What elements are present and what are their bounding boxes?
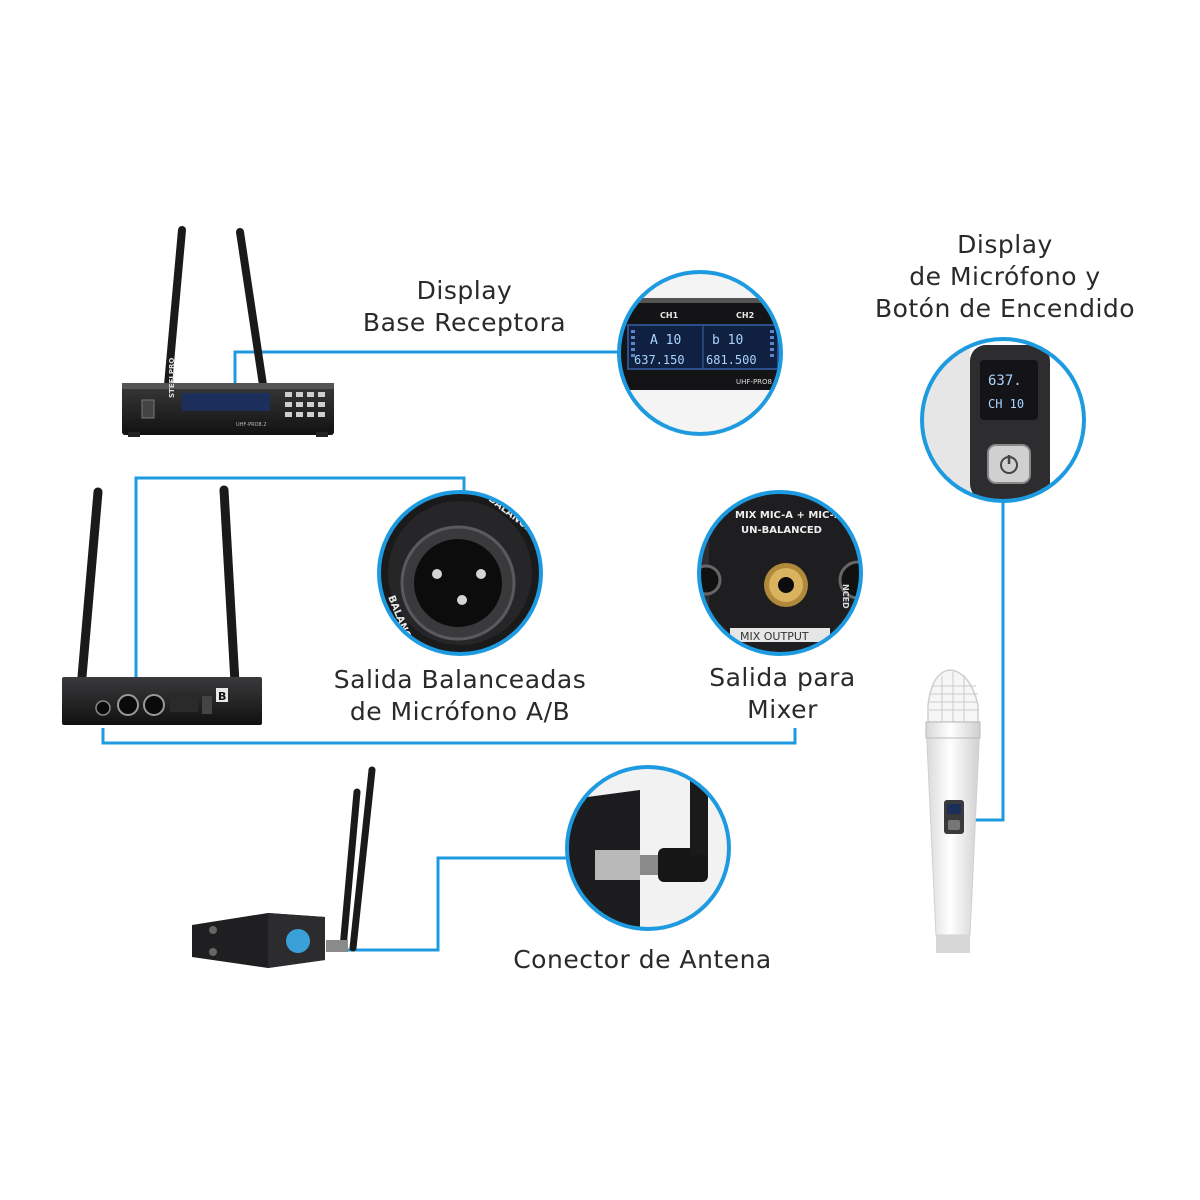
zoom-ch2-freq: 681.500	[706, 353, 757, 367]
balanced-output-zoom: BALANCED BALANCED	[377, 490, 543, 656]
receiver-display-zoom: CH1 CH2 A 10 b 10 637.150 681.500 UHF-PR…	[617, 270, 783, 436]
receiver-display-caption-line2: Base Receptora	[362, 308, 567, 337]
balanced-out-caption-line2: de Micrófono A/B	[349, 697, 571, 726]
mic-display-caption-line1: Display	[957, 230, 1053, 259]
receiver-lcd-small	[182, 393, 270, 411]
mic-display-caption: Display de Micrófono y Botón de Encendid…	[870, 229, 1140, 325]
mic-display-zoom: 637. CH 10	[920, 337, 1086, 503]
mixer-label-line2: UN-BALANCED	[741, 525, 822, 536]
zoom-ch2-channel: b 10	[712, 333, 743, 348]
zoom-ch1-channel: A 10	[650, 333, 681, 348]
mixer-label-side: NCED	[841, 584, 850, 609]
balanced-out-caption-line1: Salida Balanceadas	[333, 665, 587, 694]
receiver-rear-device: B	[62, 485, 262, 725]
antenna-connector-line	[345, 856, 568, 952]
mixer-label-bottom: MIX OUTPUT	[740, 630, 809, 643]
handheld-microphone	[925, 669, 981, 953]
mixer-output-zoom: MIX MIC-A + MIC-B UN-BALANCED MIX OUTPUT…	[697, 490, 863, 656]
mixer-out-caption-line2: Mixer	[747, 695, 818, 724]
balanced-out-caption: Salida Balanceadas de Micrófono A/B	[325, 664, 595, 728]
mic-zoom-freq: 637.	[988, 373, 1022, 389]
mixer-label-line1: MIX MIC-A + MIC-B	[735, 510, 841, 521]
receiver-side-device	[192, 766, 376, 968]
receiver-display-line	[233, 350, 622, 392]
mic-display-caption-line2: de Micrófono y	[909, 262, 1101, 291]
zoom-ch1-label: CH1	[660, 311, 679, 320]
rear-panel-tag: B	[218, 690, 226, 703]
balanced-out-line	[134, 476, 466, 697]
zoom-model-label: UHF-PRO8.2	[736, 378, 779, 386]
receiver-display-caption-line1: Display	[416, 276, 513, 305]
mixer-out-caption: Salida para Mixer	[700, 662, 865, 726]
receiver-model-small: UHF-PRO8.2	[236, 422, 266, 428]
antenna-connector-caption-line1: Conector de Antena	[513, 945, 772, 974]
receiver-front-device: STEELPRO UHF-PRO8.2	[122, 226, 334, 437]
mixer-out-caption-line1: Salida para	[709, 663, 856, 692]
mixer-out-line	[101, 728, 797, 745]
receiver-brand: STEELPRO	[168, 358, 176, 398]
antenna-connector-zoom	[565, 765, 731, 931]
zoom-ch2-label: CH2	[736, 311, 754, 320]
receiver-display-caption: Display Base Receptora	[362, 275, 567, 339]
zoom-ch1-freq: 637.150	[634, 353, 685, 367]
mic-display-line	[966, 500, 1005, 822]
antenna-connector-caption: Conector de Antena	[500, 944, 785, 976]
mic-display-caption-line3: Botón de Encendido	[874, 294, 1136, 323]
mic-zoom-channel: CH 10	[988, 397, 1024, 411]
callout-lines	[101, 350, 1005, 952]
